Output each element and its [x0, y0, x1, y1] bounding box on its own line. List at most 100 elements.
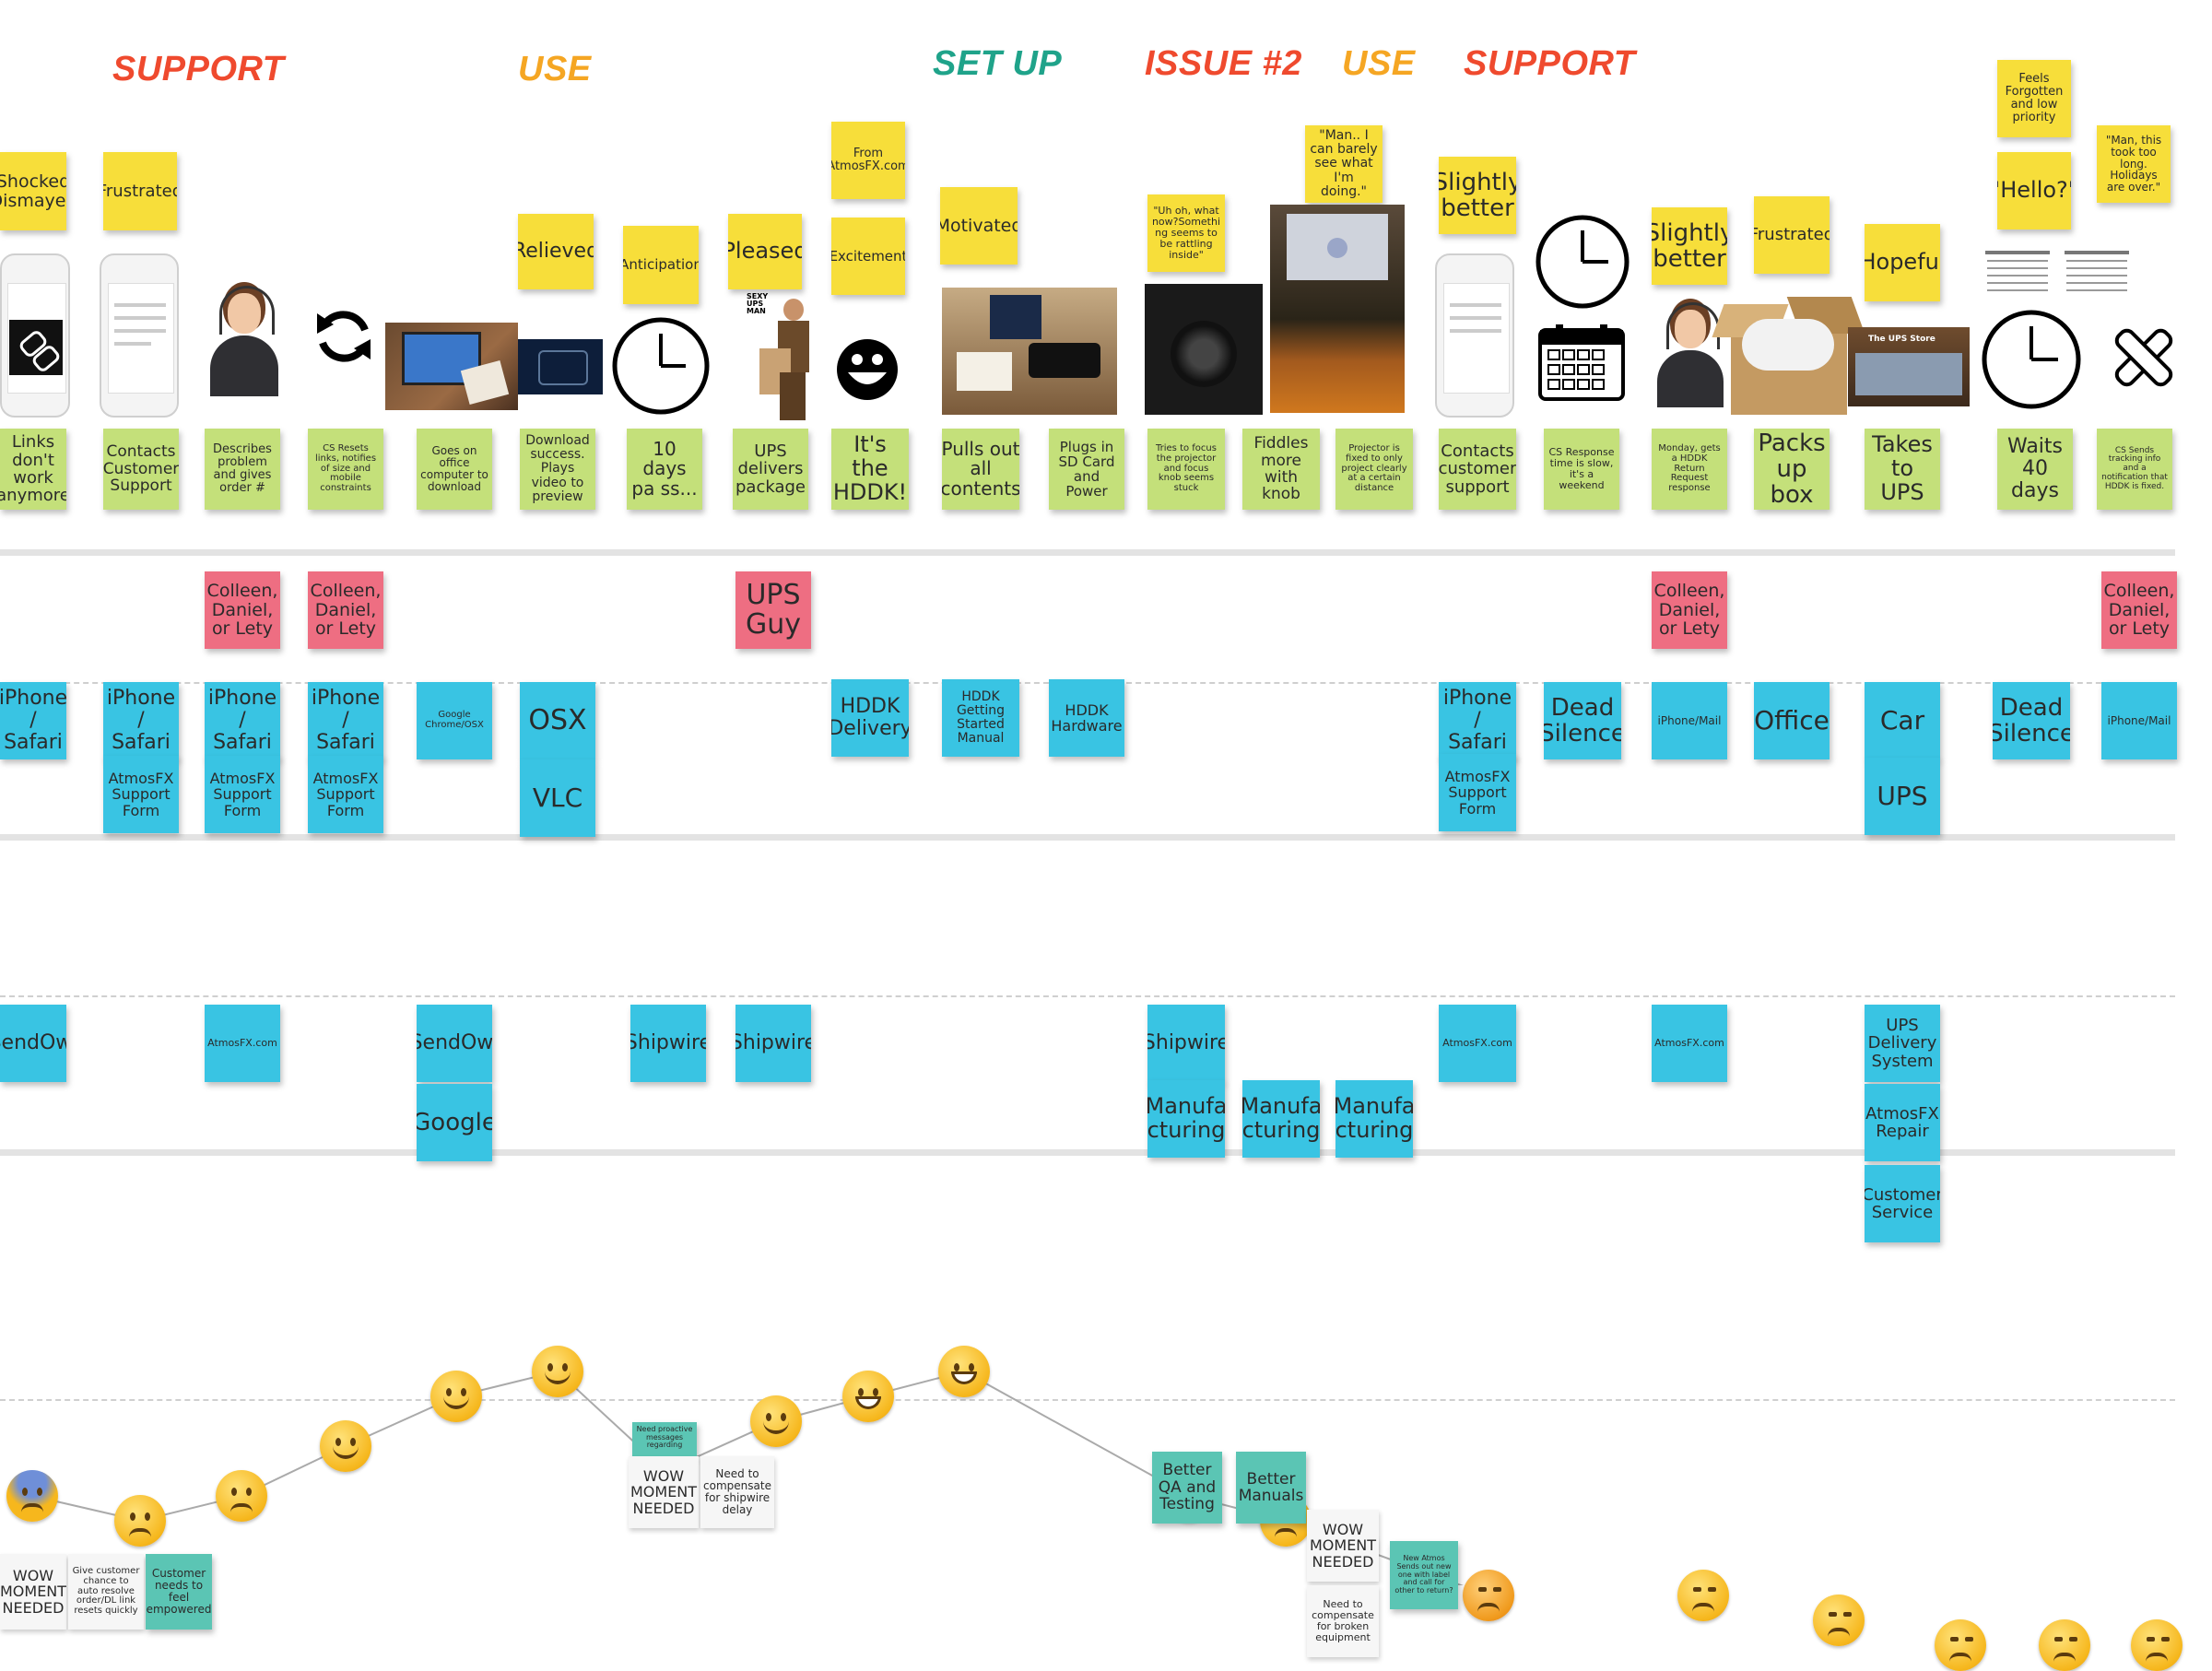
video-preview	[518, 339, 603, 394]
feeling-sticky: "Uh oh, what now?Somethi ng seems to be …	[1147, 194, 1225, 272]
touchpoint-sticky: UPS	[1865, 758, 1940, 835]
people-sticky: Colleen, Daniel, or Lety	[1652, 571, 1727, 649]
touchpoint-sticky: HDDK Delivery	[831, 679, 909, 757]
face-eye	[446, 1388, 452, 1396]
phase-issue: ISSUE #2	[1145, 44, 1302, 83]
touchpoint-sticky: iPhone/Mail	[1652, 682, 1727, 759]
face-eye	[461, 1388, 466, 1396]
system-sticky: Shipwire	[630, 1005, 706, 1082]
feeling-sticky: Feels Forgotten and low priority	[1997, 60, 2071, 137]
feeling-sticky: Slightly better	[1439, 157, 1516, 234]
touchpoint-sticky: iPhone / Safari	[1439, 682, 1516, 759]
people-sticky: Colleen, Daniel, or Lety	[205, 571, 280, 649]
touchpoint-sticky: iPhone/Mail	[2101, 682, 2177, 759]
system-sticky: Manufa cturing	[1335, 1080, 1413, 1158]
bandage-icon	[2114, 328, 2173, 387]
action-sticky: Packs up box	[1754, 429, 1830, 510]
action-sticky: Download success. Plays video to preview	[520, 429, 595, 510]
touchpoint-sticky: AtmosFX Support Form	[103, 756, 179, 833]
ups-man-photo: SEXY UPS MAN	[747, 293, 820, 422]
broken-link-icon	[9, 320, 63, 375]
face-eye	[246, 1488, 252, 1496]
system-sticky: SendOwl	[417, 1005, 492, 1082]
face-eye	[1829, 1612, 1837, 1617]
action-sticky: Fiddles more with knob	[1242, 429, 1320, 510]
touchpoint-sticky: VLC	[520, 759, 595, 837]
action-sticky: Describes problem and gives order #	[205, 429, 280, 510]
feeling-sticky: Shocked Dismayed	[0, 152, 66, 230]
feeling-sticky: "Man, this took too long. Holidays are o…	[2097, 125, 2171, 203]
people-sticky: UPS Guy	[735, 571, 811, 649]
touchpoint-sticky: iPhone / Safari	[205, 682, 280, 759]
face-mouth	[129, 1528, 151, 1537]
feeling-sticky: Excitement	[831, 218, 905, 295]
calendar-icon	[1538, 324, 1625, 401]
face-mouth	[951, 1371, 977, 1384]
packing-box-photo	[1712, 278, 1865, 424]
feeling-sticky: Hopeful	[1865, 224, 1940, 301]
system-sticky: AtmosFX.com	[1439, 1005, 1516, 1082]
touchpoint-sticky: Car	[1865, 682, 1940, 759]
opportunity-sticky: Need proactive messages regarding	[632, 1422, 697, 1457]
face-eye	[231, 1488, 237, 1496]
iphone-screenshot	[0, 253, 70, 418]
system-sticky: Google	[417, 1084, 492, 1161]
face-mouth	[2053, 1653, 2076, 1662]
face-eye	[2054, 1637, 2063, 1642]
action-sticky: It's the HDDK!	[831, 429, 909, 510]
action-sticky: Projector is fixed to only project clear…	[1335, 429, 1413, 510]
action-sticky: Pulls out all contents	[942, 429, 1019, 510]
opportunity-sticky: Give customer chance to auto resolve ord…	[68, 1554, 144, 1630]
face-mouth	[1275, 1528, 1297, 1537]
clock-icon	[1982, 310, 2081, 409]
face-mouth	[1828, 1628, 1850, 1637]
face-mouth	[230, 1503, 253, 1512]
projection-photo	[1270, 205, 1405, 413]
system-sticky: Manufa cturing	[1147, 1080, 1225, 1158]
unamused-face-icon	[2131, 1619, 2183, 1671]
face-eye	[2161, 1637, 2170, 1642]
face-eye	[1478, 1587, 1487, 1592]
support-agent-photo	[203, 277, 286, 396]
system-sticky: AtmosFX.com	[1652, 1005, 1727, 1082]
action-sticky: Waits 40 days	[1997, 429, 2073, 510]
system-sticky: Manufa cturing	[1242, 1080, 1320, 1158]
face-eye	[335, 1438, 341, 1446]
action-sticky: Monday, gets a HDDK Return Request respo…	[1652, 429, 1727, 510]
unamused-face-icon	[1677, 1570, 1729, 1621]
frowning-face-icon	[216, 1470, 267, 1522]
opportunity-sticky: WOW MOMENT NEEDED	[629, 1456, 699, 1528]
feeling-sticky: Motivated	[940, 187, 1018, 265]
face-mouth	[1477, 1603, 1500, 1612]
opportunity-sticky: WOW MOMENT NEEDED	[1307, 1510, 1379, 1582]
system-sticky: UPS Delivery System	[1865, 1005, 1940, 1082]
phase-use: USE	[518, 50, 592, 88]
phase-support: SUPPORT	[1464, 44, 1636, 83]
face-eye	[873, 1388, 878, 1396]
face-eye	[1950, 1637, 1959, 1642]
feeling-sticky: From AtmosFX.com	[831, 122, 905, 199]
action-sticky: CS Resets links, notifies of size and mo…	[308, 429, 383, 510]
system-sticky: Customer Service	[1865, 1165, 1940, 1242]
unamused-face-icon	[1935, 1619, 1986, 1671]
face-eye	[2147, 1637, 2155, 1642]
iphone-screenshot	[100, 253, 179, 418]
action-sticky: Plugs in SD Card and Power	[1049, 429, 1124, 510]
action-sticky: Goes on office computer to download	[417, 429, 492, 510]
face-mouth	[443, 1396, 469, 1409]
face-eye	[858, 1388, 864, 1396]
grinning-face-icon	[842, 1371, 894, 1422]
touchpoint-sticky: iPhone / Safari	[308, 682, 383, 759]
face-eye	[1965, 1637, 1973, 1642]
smiling-face-icon	[750, 1395, 802, 1447]
opportunity-sticky: Need to compensate for shipwire delay	[700, 1456, 774, 1528]
opportunity-sticky: Customer needs to feel empowered	[146, 1554, 212, 1630]
face-eye	[954, 1363, 959, 1371]
face-mouth	[2146, 1653, 2168, 1662]
action-sticky: CS Sends tracking info and a notificatio…	[2097, 429, 2172, 510]
action-sticky: Contacts customer support	[1439, 429, 1516, 510]
calendar-icon	[1985, 251, 2129, 291]
hddk-box-photo	[942, 288, 1117, 415]
lane-divider	[0, 1149, 2175, 1156]
